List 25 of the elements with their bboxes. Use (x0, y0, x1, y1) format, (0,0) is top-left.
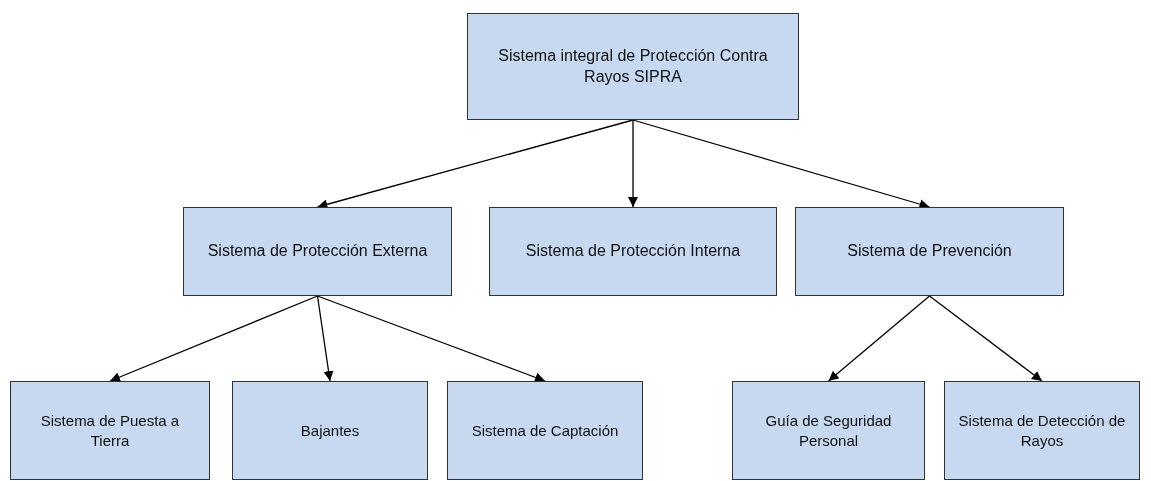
arrow (109, 295, 319, 382)
arrow (628, 119, 638, 208)
process-box (447, 381, 643, 480)
arrow (316, 295, 546, 383)
process-box (489, 207, 777, 296)
process-box (183, 207, 452, 296)
box-label: Bajantes (300, 420, 360, 441)
process-box (732, 381, 925, 480)
arrow (928, 295, 1043, 382)
box-label: Sistema de Captación (471, 420, 619, 441)
box-label: Sistema de Puesta a Tierra (39, 411, 181, 450)
box-label: Guía de Seguridad Personal (764, 411, 893, 450)
box-label: Sistema de Prevención (847, 241, 1012, 262)
process-box (944, 381, 1140, 480)
arrow (827, 295, 931, 382)
box-label: Sistema de Detección de Rayos (957, 411, 1127, 450)
arrow (632, 119, 931, 209)
process-box (10, 381, 210, 480)
process-box (467, 13, 799, 120)
process-box (795, 207, 1064, 296)
arrow (316, 295, 334, 382)
box-label: Sistema de Protección Externa (207, 241, 428, 262)
process-box (232, 381, 428, 480)
box-label: Sistema de Protección Interna (525, 241, 741, 262)
box-label: Sistema integral de Protección Contra Rayos SIPRA (497, 45, 769, 87)
